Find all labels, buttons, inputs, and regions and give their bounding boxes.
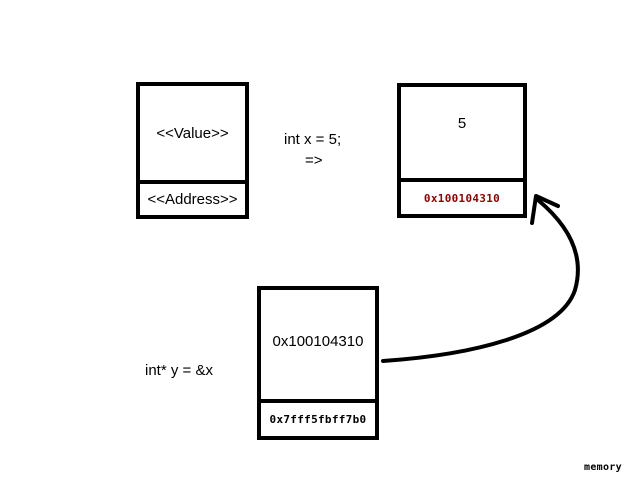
template-divider xyxy=(136,180,249,184)
variable-y-cell: 0x100104310 0x7fff5fbff7b0 xyxy=(257,286,379,440)
pointer-arrow-head xyxy=(530,194,560,225)
statement-x-code: int x = 5; xyxy=(284,131,342,148)
variable-x-cell: 5 0x100104310 xyxy=(397,83,527,218)
variable-y-value: 0x100104310 xyxy=(272,333,364,350)
statement-y-code: int* y = &x xyxy=(145,362,213,379)
template-memory-cell: <<Value>> <<Address>> xyxy=(136,82,249,219)
template-address-label: <<Address>> xyxy=(147,191,238,208)
variable-x-value: 5 xyxy=(457,115,467,132)
memory-caption: memory xyxy=(584,462,622,473)
variable-x-address: 0x100104310 xyxy=(423,191,501,205)
pointer-arrow-curve xyxy=(381,198,580,363)
variable-y-address: 0x7fff5fbff7b0 xyxy=(269,413,367,426)
variable-x-divider xyxy=(397,178,527,182)
statement-x-arrow: => xyxy=(305,152,323,169)
template-value-label: <<Value>> xyxy=(156,124,229,142)
variable-y-divider xyxy=(257,399,379,403)
